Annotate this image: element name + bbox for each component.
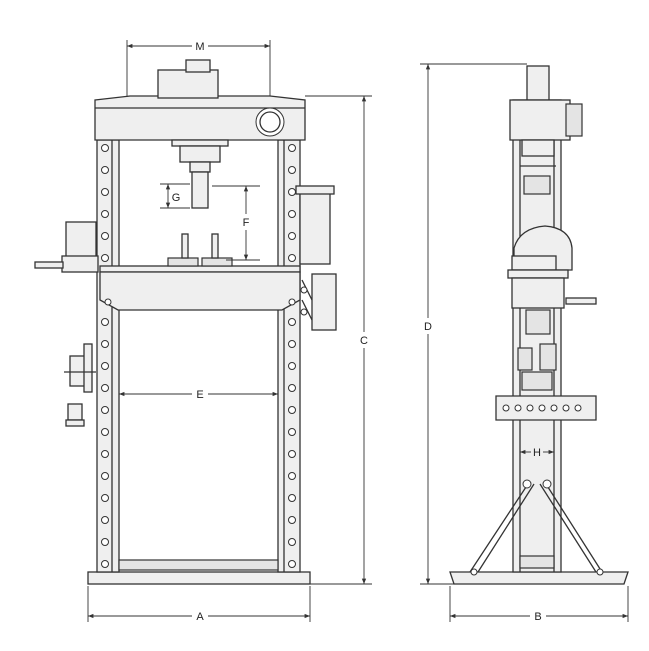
pump-handle <box>34 261 64 269</box>
dim-label-f: F <box>243 217 250 229</box>
side-head <box>509 99 571 141</box>
dim-label-b: B <box>534 611 541 623</box>
side-handle <box>565 297 597 305</box>
top-cylinder <box>157 69 219 99</box>
front-view: M G F E A C <box>34 40 372 623</box>
right-upright <box>277 139 301 573</box>
dim-label-c: C <box>360 335 368 347</box>
side-base <box>449 571 629 585</box>
pin-bar <box>495 395 597 421</box>
top-head <box>94 95 306 141</box>
dim-label-e: E <box>196 389 203 401</box>
left-upright <box>96 139 120 573</box>
dim-label-g: G <box>172 192 181 204</box>
front-base <box>87 571 311 585</box>
ram-head <box>179 145 221 163</box>
front-leg <box>469 483 529 573</box>
work-bed <box>99 271 301 311</box>
side-bed <box>511 277 565 309</box>
bottom-rail <box>118 559 279 571</box>
dim-label-a: A <box>196 611 204 623</box>
upright-holes <box>101 144 296 568</box>
side-view: H D B <box>420 63 629 623</box>
dim-label-d: D <box>424 321 432 333</box>
winch-motor <box>311 273 337 331</box>
cylinder-cap <box>185 59 211 73</box>
dim-label-h: H <box>533 447 541 459</box>
rear-leg <box>545 483 603 573</box>
dim-label-m: M <box>195 41 204 53</box>
work-bed-top <box>99 265 301 273</box>
side-cylinder <box>526 65 550 101</box>
pump-box <box>65 221 97 259</box>
ram-rod <box>191 171 209 209</box>
winch-housing <box>299 189 331 265</box>
